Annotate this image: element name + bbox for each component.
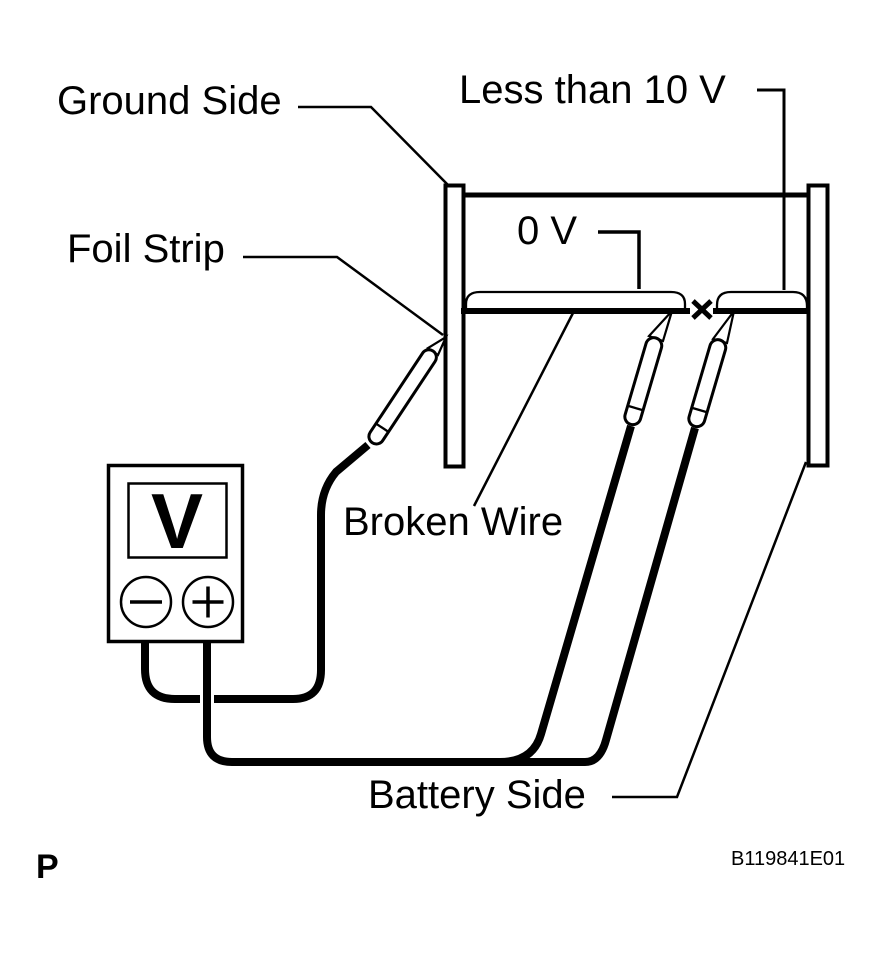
probe-ferrule-line <box>375 422 390 433</box>
figure-code: B119841E01 <box>731 848 845 870</box>
probe-branch-wire-left <box>499 424 635 766</box>
page-marker: P <box>36 848 59 886</box>
right-pillar <box>806 183 830 468</box>
left-pillar <box>443 183 466 469</box>
probe-body <box>687 338 728 429</box>
foil-strip-ground-segment <box>461 290 690 314</box>
foil-strip-left-outline <box>464 290 687 309</box>
label-ground-side: Ground Side <box>57 79 282 123</box>
plus-terminal-icon <box>181 575 235 629</box>
test-probe-ground <box>367 334 449 446</box>
broken-wire-leader-line <box>472 312 575 507</box>
probe-tip <box>711 310 736 345</box>
voltmeter-icon: V <box>106 463 245 644</box>
voltmeter-display <box>127 482 228 559</box>
probe-ferrule-line <box>627 404 644 412</box>
positive-lead-wire <box>203 426 699 766</box>
label-less-than-10v: Less than 10 V <box>459 68 726 112</box>
positive-lead-wire-halo <box>200 426 702 769</box>
battery-side-leader-line <box>612 461 808 799</box>
label-battery-side: Battery Side <box>368 773 586 817</box>
zero-v-leader-line <box>598 230 641 289</box>
voltmeter-display-value: V <box>151 477 203 565</box>
minus-terminal-icon <box>119 575 173 629</box>
meter-lead-wires <box>141 424 702 769</box>
test-probe-left-of-break <box>623 310 674 427</box>
foil-strip-right-outline <box>715 290 809 309</box>
probe-body <box>367 348 438 446</box>
label-foil-strip: Foil Strip <box>67 227 225 271</box>
foil-strip-left-body <box>466 292 685 309</box>
foil-strip-leader-line <box>243 255 444 337</box>
x-break-icon <box>691 299 713 320</box>
label-zero-v: 0 V <box>517 209 577 253</box>
probe-body <box>623 336 664 427</box>
probe-ferrule-line <box>691 406 708 414</box>
label-broken-wire: Broken Wire <box>343 500 563 544</box>
less-than-10v-leader-line <box>757 88 786 290</box>
test-probe-right-of-break <box>687 310 736 429</box>
foil-strip-battery-segment <box>713 290 810 314</box>
ground-side-leader-line <box>298 105 451 188</box>
foil-strip-right-body <box>717 292 807 309</box>
negative-lead-wire <box>141 441 371 703</box>
